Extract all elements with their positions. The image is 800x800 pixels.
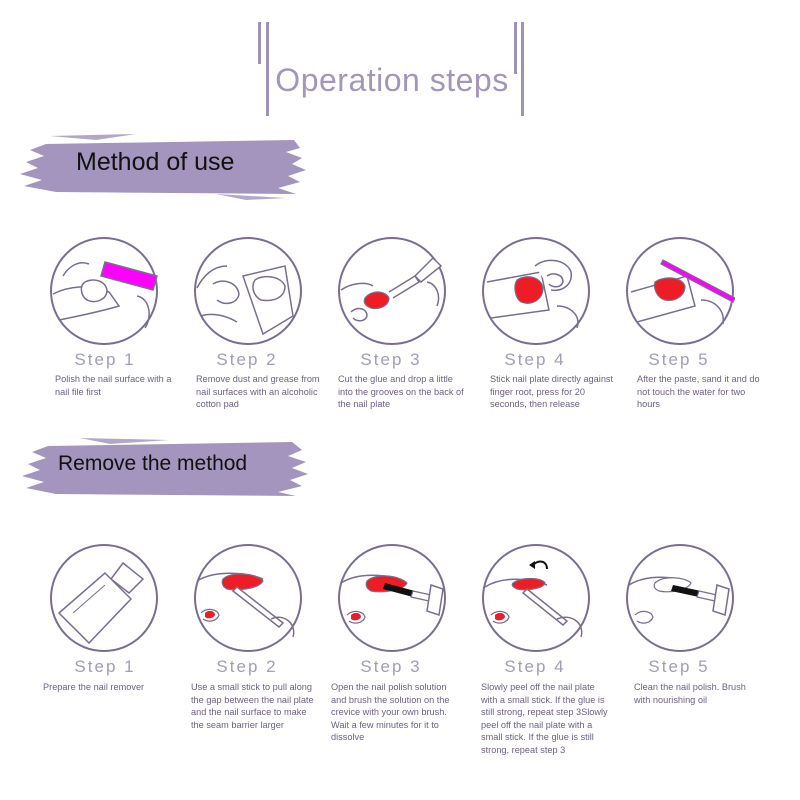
remove-step-2-label: Step 2 <box>216 657 278 676</box>
method-step-3-label: Step 3 <box>360 350 422 369</box>
method-section-title: Method of use <box>76 148 235 176</box>
nail-file-icon <box>50 237 158 345</box>
glue-drop-icon <box>338 237 446 345</box>
method-step-5-label: Step 5 <box>648 350 710 369</box>
remove-step-2-text: Use a small stick to pull along the gap … <box>191 682 314 730</box>
remove-step-1-text: Prepare the nail remover <box>43 682 145 692</box>
sand-nail-icon <box>626 237 735 345</box>
press-nail-icon <box>482 237 590 345</box>
remove-step-5-text: Clean the nail polish. Brush with nouris… <box>634 682 746 705</box>
method-step-5-text: After the paste, sand it and do not touc… <box>637 374 760 410</box>
title-bar-right-short <box>514 22 517 74</box>
remove-step-3-text: Open the nail polish solution and brush … <box>331 682 450 743</box>
method-step-4-text: Stick nail plate directly against finger… <box>490 374 614 410</box>
cotton-pad-icon <box>194 237 302 345</box>
method-section-banner <box>20 134 306 200</box>
title-bar-right-long <box>521 22 524 116</box>
title-bar-left-long <box>266 22 269 116</box>
method-step-1-label: Step 1 <box>74 350 136 369</box>
method-step-2-text: Remove dust and grease from nail surface… <box>196 374 320 410</box>
remover-bottle-icon <box>50 544 158 652</box>
clean-brush-icon <box>626 544 734 652</box>
stick-gap-icon <box>194 544 302 652</box>
method-step-2-label: Step 2 <box>216 350 278 369</box>
remove-step-4-text: Slowly peel off the nail plate with a sm… <box>481 682 608 755</box>
brush-solution-icon <box>338 544 446 652</box>
remove-step-3-label: Step 3 <box>360 657 422 676</box>
peel-nail-icon <box>482 544 590 652</box>
method-step-4-label: Step 4 <box>504 350 566 369</box>
method-step-3-text: Cut the glue and drop a little into the … <box>338 374 464 410</box>
remove-step-4-label: Step 4 <box>504 657 566 676</box>
page-title-block: Operation steps <box>256 22 528 118</box>
remove-section-banner <box>22 438 308 496</box>
remove-section-title: Remove the method <box>58 452 248 475</box>
page-title: Operation steps <box>275 62 509 98</box>
method-step-1-text: Polish the nail surface with a nail file… <box>55 374 172 397</box>
title-bar-left-short <box>258 22 261 64</box>
remove-step-1-label: Step 1 <box>74 657 136 676</box>
remove-step-5-label: Step 5 <box>648 657 710 676</box>
